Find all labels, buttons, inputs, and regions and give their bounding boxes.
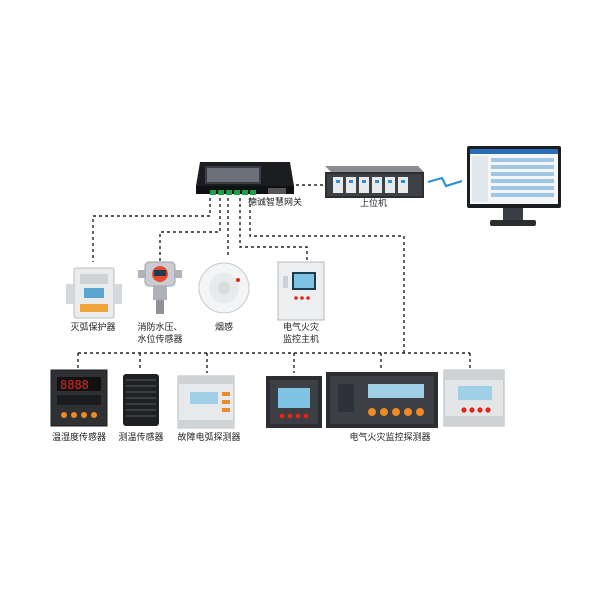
- link-arc-protector: [92, 198, 211, 262]
- server-icon: [325, 166, 424, 198]
- connection-lines: [77, 184, 471, 373]
- fire-detector-c-device: [443, 369, 505, 427]
- smoke-label: 烟感: [214, 323, 234, 333]
- arc-protector-label: 灭弧保护器: [70, 323, 116, 333]
- fire-detector-label: 电气火灾监控探测器: [349, 433, 431, 443]
- arc-fault-device: [177, 375, 235, 429]
- temp-sensor-device: [123, 374, 159, 426]
- fire-monitor-host-device: [277, 261, 325, 321]
- arc-protector-device: [66, 267, 122, 319]
- host-label: 上位机: [360, 199, 388, 209]
- temp-humidity-device: 8888: [50, 369, 108, 427]
- pressure-sensor-device: [138, 261, 182, 314]
- temp-sensor-label: 测温传感器: [118, 433, 164, 443]
- svg-text:8888: 8888: [60, 378, 89, 392]
- fire-water-label-line1: 消防水压、: [137, 323, 183, 333]
- link-bottom-bus: [249, 198, 405, 353]
- monitor-host-label-line1: 电气火灾: [282, 323, 320, 333]
- fire-detector-b-device: [326, 372, 438, 428]
- fire-water-label-line2: 水位传感器: [137, 335, 183, 345]
- arc-fault-label: 故障电弧探测器: [177, 433, 241, 443]
- wireless-icon: [427, 176, 463, 188]
- gateway-label: 德诚智慧网关: [248, 198, 303, 208]
- fire-detector-a-device: [266, 376, 322, 428]
- smoke-detector-device: [198, 262, 250, 314]
- temp-humidity-label: 温湿度传感器: [51, 433, 107, 443]
- link-monitor-host: [239, 198, 308, 262]
- gateway-icon: [196, 162, 294, 195]
- monitor-icon: [467, 146, 561, 226]
- monitor-host-label-line2: 监控主机: [282, 335, 320, 345]
- link-fire-water: [159, 198, 221, 262]
